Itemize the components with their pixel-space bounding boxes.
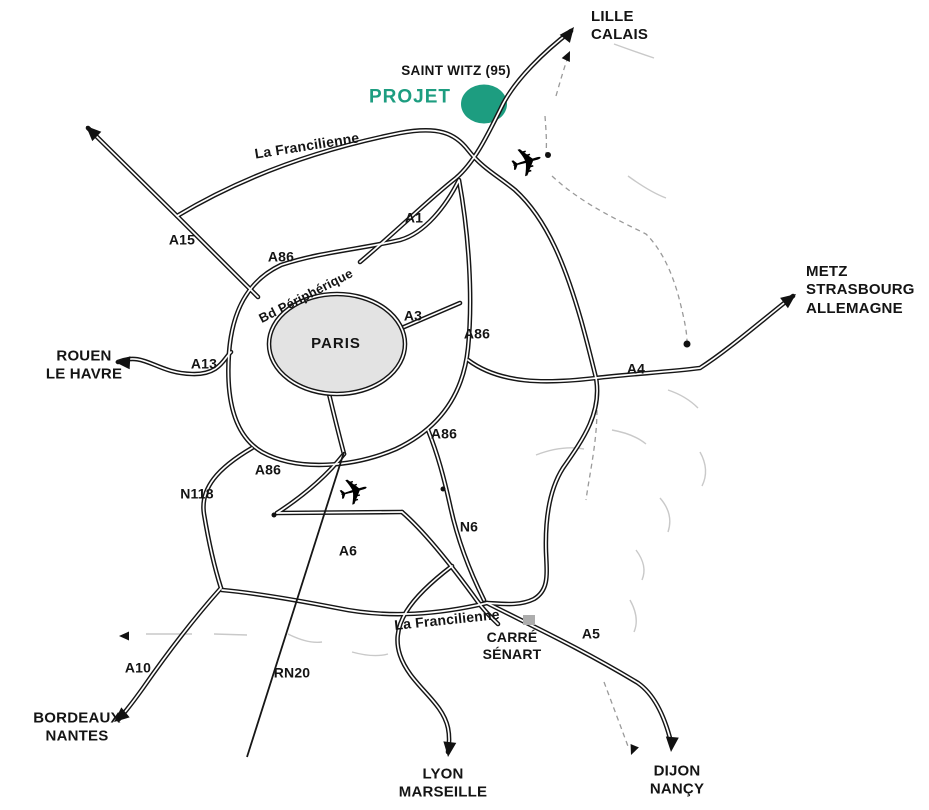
label-saint-witz: SAINT WITZ (95)	[401, 62, 511, 78]
label-a86-southwest: A86	[254, 461, 282, 478]
label-projet: PROJET	[368, 86, 452, 108]
carre-senart-square	[523, 615, 535, 625]
paris-ring	[266, 291, 408, 397]
label-dest-rouen-le-havre: ROUEN LE HAVRE	[45, 347, 123, 383]
label-dest-lyon-marseille: LYON MARSEILLE	[398, 765, 488, 801]
label-a15: A15	[168, 231, 196, 248]
route-arrowheads	[86, 27, 796, 757]
road-rn20-line	[246, 451, 345, 758]
label-a6: A6	[338, 542, 358, 559]
label-rn20: RN20	[273, 664, 311, 681]
label-dest-lille-calais: LILLE CALAIS	[591, 8, 649, 44]
label-a3: A3	[403, 307, 423, 324]
label-carre-senart: CARRÉ SÉNART	[482, 628, 542, 662]
label-a86-east: A86	[463, 325, 491, 342]
road-casings	[88, 31, 793, 752]
label-a86-southeast: A86	[430, 425, 458, 442]
label-dest-metz-strasbourg: METZ STRASBOURG ALLEMAGNE	[806, 263, 915, 317]
road-cores	[87, 30, 794, 753]
label-n118: N118	[180, 485, 214, 502]
label-a10: A10	[124, 659, 152, 676]
label-a4: A4	[626, 360, 646, 377]
label-dest-dijon-nancy: DIJON NANÇY	[649, 762, 705, 798]
label-a13: A13	[190, 355, 218, 372]
label-a1: A1	[404, 209, 424, 226]
label-a86-northwest: A86	[267, 248, 295, 265]
project-marker	[461, 84, 507, 124]
label-n6: N6	[459, 518, 479, 535]
label-a5: A5	[581, 625, 601, 642]
label-dest-bordeaux-nantes: BORDEAUX NANTES	[33, 709, 121, 745]
river-lines	[146, 43, 707, 657]
label-paris: PARIS	[311, 334, 361, 352]
map-dots	[271, 152, 691, 625]
